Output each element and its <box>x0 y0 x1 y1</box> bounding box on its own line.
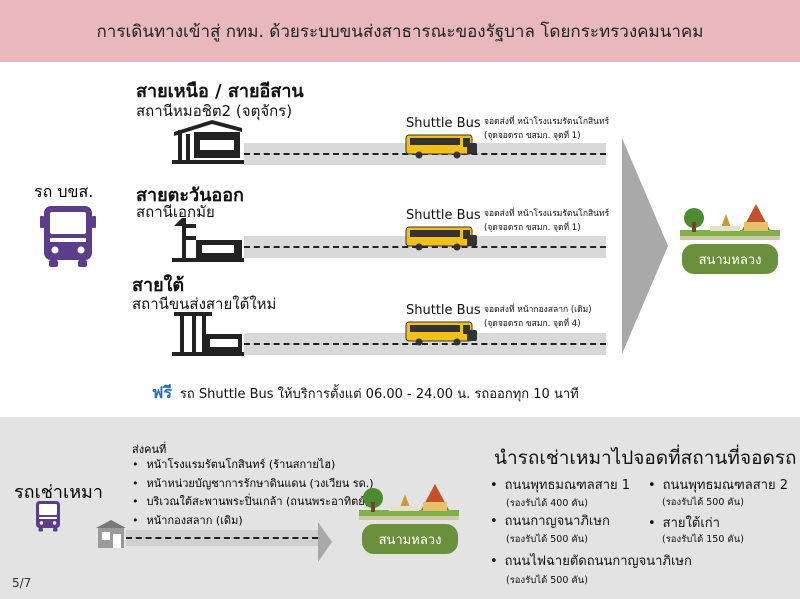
list-item: หน้าโรงแรมรัตนโกสินทร์ (ร้านสกายไฮ) <box>132 456 374 475</box>
rent-label: รถเช่าเหมา <box>14 482 104 503</box>
big-arrow-icon <box>622 138 668 354</box>
page-title: การเดินทางเข้าสู่ กทม. ด้วยระบบขนส่งสาธา… <box>96 21 704 42</box>
route-south-road <box>244 333 606 355</box>
route-east-stop: จอดส่งที่ หน้าโรงแรมรัตนโกสินทร์ (จุดจอด… <box>484 209 610 233</box>
free-note-text: รถ Shuttle Bus ให้บริการตั้งแต่ 06.00 - … <box>179 387 579 402</box>
parking-capacity: (รองรับได้ 500 คัน) <box>506 575 588 586</box>
route-north-stop: จอดส่งที่ หน้าโรงแรมรัตนโกสินทร์ (จุดจอด… <box>484 117 610 141</box>
parking-title: นำรถเช่าเหมาไปจอดที่สถานที่จอดรถ <box>494 447 797 469</box>
drop-points-title: ส่งคนที่ <box>132 443 167 456</box>
temple-icon <box>680 204 780 240</box>
bks-label: รถ บขส. <box>34 182 94 201</box>
route-south-stop: จอดส่งที่ หน้ากองสลาก (เดิม) (จุดจอดรถ ข… <box>484 305 592 329</box>
route-north-title: สายเหนือ / สายอีสาน <box>136 81 304 102</box>
drop-points-list: หน้าโรงแรมรัตนโกสินทร์ (ร้านสกายไฮ) หน้า… <box>132 456 374 530</box>
route-south-title: สายใต้ <box>132 275 185 296</box>
page-header: การเดินทางเข้าสู่ กทม. ด้วยระบบขนส่งสาธา… <box>0 0 800 62</box>
rent-road <box>126 530 318 546</box>
parking-capacity: (รองรับได้ 150 คัน) <box>662 534 744 545</box>
free-label: ฟรี <box>152 383 172 402</box>
shop-icon <box>96 520 126 548</box>
free-shuttle-note: ฟรี รถ Shuttle Bus ให้บริการตั้งแต่ 06.00… <box>152 381 579 406</box>
parking-item: ถนนพุทธมณฑลสาย 1 <box>490 474 630 495</box>
station-icon <box>172 120 244 164</box>
route-east-shuttle-label: Shuttle Bus <box>406 208 481 223</box>
temple-icon <box>359 484 459 520</box>
parking-item: สายใต้เก่า <box>648 512 720 533</box>
small-arrow-icon <box>318 522 332 562</box>
sanam-luang-badge-rent: สนามหลวง <box>362 524 458 554</box>
sanam-luang-badge: สนามหลวง <box>682 244 778 274</box>
list-item: หน้ากองสลาก (เดิม) <box>132 512 374 531</box>
route-south-station: สถานีขนส่งสายใต้ใหม่ <box>132 295 277 313</box>
route-north-shuttle-label: Shuttle Bus <box>406 116 481 131</box>
station-icon <box>172 312 244 356</box>
parking-capacity: (รองรับได้ 500 คัน) <box>662 497 744 508</box>
parking-capacity: (รองรับได้ 500 คัน) <box>506 534 588 545</box>
bus-icon <box>40 206 96 267</box>
bus-icon <box>36 501 60 532</box>
route-east-station: สถานีเอกมัย <box>136 203 215 221</box>
shuttle-bus-icon <box>405 321 477 346</box>
route-east-road <box>244 236 606 258</box>
route-east-title: สายตะวันออก <box>136 185 244 206</box>
route-north-station: สถานีหมอชิต2 (จตุจักร) <box>136 102 293 120</box>
route-south-shuttle-label: Shuttle Bus <box>406 303 481 318</box>
list-item: บริเวณใต้สะพานพระปิ่นเกล้า (ถนนพระอาทิตย… <box>132 493 374 512</box>
page-number: 5/7 <box>12 576 32 590</box>
parking-item: ถนนกาญจนาภิเษก <box>490 510 610 531</box>
list-item: หน้าหน่วยบัญชาการรักษาดินแดน (วงเวียน รด… <box>132 475 374 494</box>
parking-capacity: (รองรับได้ 400 คัน) <box>506 498 588 509</box>
station-icon <box>172 218 244 262</box>
shuttle-bus-icon <box>405 134 477 159</box>
shuttle-bus-icon <box>405 226 477 251</box>
parking-item: ถนนไฟฉายตัดถนนกาญจนาภิเษก <box>490 550 692 571</box>
parking-item: ถนนพุทธมณฑลสาย 2 <box>648 474 788 495</box>
